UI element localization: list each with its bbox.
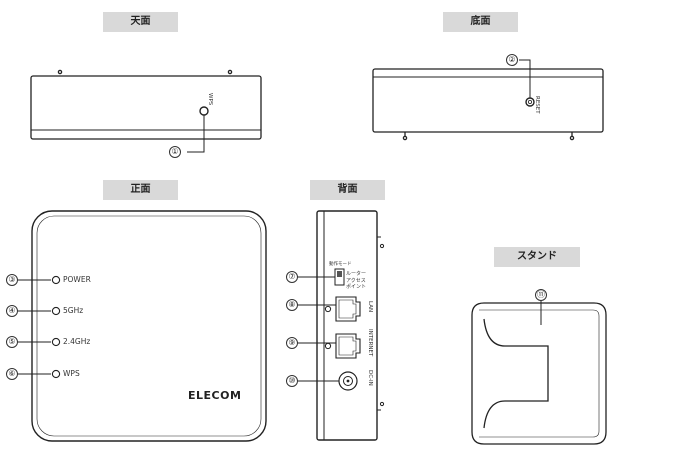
- callout-8: ⑧: [286, 299, 298, 311]
- callout-10: ⑩: [286, 375, 298, 387]
- mode-ap-label-1: アクセス: [346, 278, 366, 284]
- led-label-wps: WPS: [63, 369, 80, 378]
- mode-ap-label-2: ポイント: [346, 284, 367, 290]
- callout-4: ④: [6, 305, 18, 317]
- label-bottom-view: 底面: [443, 12, 518, 32]
- led-label-24ghz: 2.4GHz: [63, 337, 91, 346]
- led-label-5ghz: 5GHz: [63, 306, 84, 315]
- callout-3: ③: [6, 274, 18, 286]
- internet-label: INTERNET: [367, 329, 373, 357]
- label-back-view: 背面: [310, 180, 385, 200]
- brand-logo: ELECOM: [188, 389, 242, 402]
- callout-9: ⑨: [286, 337, 298, 349]
- front-view-body: [18, 210, 267, 442]
- callout-6: ⑥: [6, 368, 18, 380]
- top-view-body: [30, 69, 262, 153]
- mode-router-label: ルーター: [346, 271, 367, 277]
- stand-body: [471, 300, 607, 445]
- label-stand: スタンド: [494, 247, 580, 267]
- bottom-view-body: [372, 59, 604, 141]
- callout-1: ①: [169, 146, 181, 158]
- back-view-body: [298, 210, 385, 441]
- dcin-label: DC-IN: [367, 370, 373, 386]
- lan-label: LAN: [367, 301, 373, 313]
- label-top-view: 天面: [103, 12, 178, 32]
- callout-11: ⑪: [535, 289, 547, 301]
- reset-label-bottom: RESET: [534, 96, 540, 114]
- label-front-view: 正面: [103, 180, 178, 200]
- mode-switch-title: 動作モード: [329, 262, 352, 267]
- led-label-power: POWER: [63, 275, 91, 284]
- wps-label-top: WPS: [207, 93, 213, 106]
- callout-5: ⑤: [6, 336, 18, 348]
- callout-2: ②: [506, 54, 518, 66]
- callout-7: ⑦: [286, 271, 298, 283]
